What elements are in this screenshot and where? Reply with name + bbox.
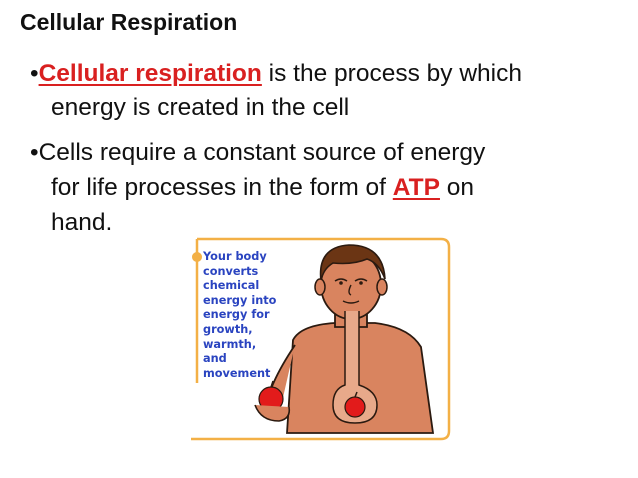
torso <box>286 322 435 434</box>
bullet-1-line-2: energy is created in the cell <box>51 94 350 121</box>
bullet-2-line-2: for life processes in the form of ATP on <box>51 174 475 201</box>
bullet-2-line-3: hand. <box>51 209 113 236</box>
bullet-1-text: is the process by which <box>261 60 522 87</box>
mouth <box>342 300 360 304</box>
stomach-apple <box>344 396 366 418</box>
bullet-2-text-before: for life processes in the form of <box>51 174 393 201</box>
bullet-marker: • <box>30 60 39 87</box>
left-eye <box>334 278 348 282</box>
caption-line: growth, <box>203 322 253 336</box>
illustration-frame <box>191 237 451 441</box>
caption-line: converts <box>203 264 259 278</box>
caption-line: energy for <box>203 308 270 322</box>
caption-line: chemical <box>203 279 260 293</box>
bullet-2-line-1: •Cells require a constant source of ener… <box>30 139 486 166</box>
hair <box>319 244 386 282</box>
caption-line: movement <box>203 366 271 380</box>
nose <box>348 284 352 296</box>
term-atp: ATP <box>392 174 440 201</box>
caption-pointer-dot <box>192 252 202 262</box>
body-illustration <box>191 237 451 441</box>
bullet-2-text-after: on <box>439 174 475 201</box>
digestive-tract <box>332 311 378 424</box>
right-ear <box>376 278 388 296</box>
term-cellular-respiration: Cellular respiration <box>38 60 262 87</box>
caption-line: energy into <box>203 293 277 307</box>
caption-line: warmth, <box>203 337 257 351</box>
bullet-1-line-1: •Cellular respiration is the process by … <box>30 60 522 87</box>
right-eye <box>354 278 368 282</box>
bullet-2-text: Cells require a constant source of energ… <box>38 139 486 166</box>
left-ear <box>314 278 326 296</box>
caption-line: and <box>203 352 227 366</box>
hand <box>254 404 291 422</box>
page-title: Cellular Respiration <box>20 9 238 35</box>
illustration-caption: Your body converts chemical energy into … <box>203 250 295 381</box>
caption-line: Your body <box>203 250 267 263</box>
bullet-marker: • <box>30 139 39 166</box>
